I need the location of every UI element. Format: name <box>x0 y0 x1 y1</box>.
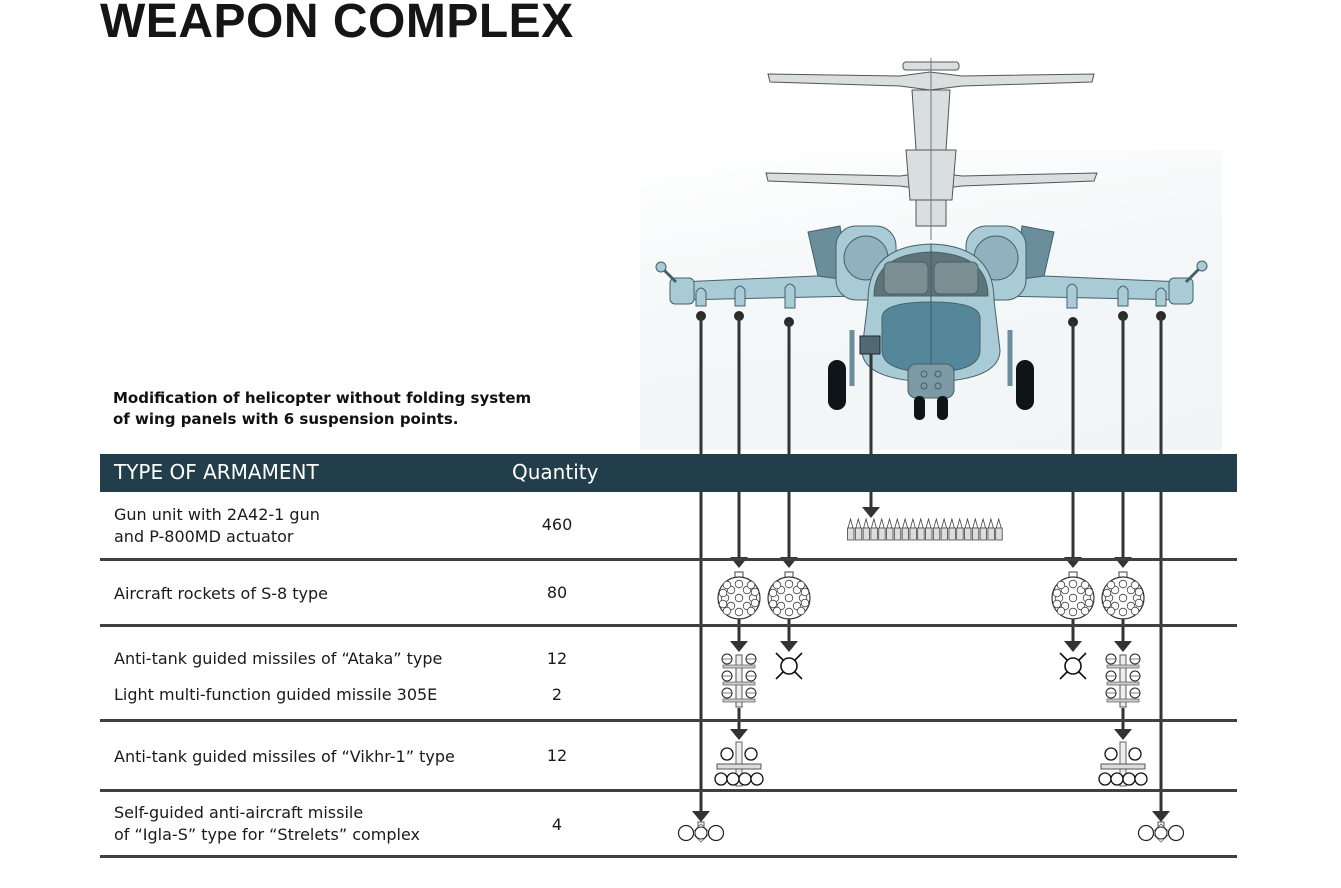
table-header <box>100 454 1237 492</box>
arrow-down-icon <box>730 729 748 740</box>
table-row-label: Light multi-function guided missile 305E <box>114 685 438 704</box>
ammo-belt-icon <box>847 517 1003 541</box>
row-divider <box>100 719 1237 722</box>
table-row-quantity: 12 <box>546 746 568 765</box>
label-line: of “Igla-S” type for “Strelets” complex <box>114 825 421 844</box>
arrow-down-icon <box>1064 641 1082 652</box>
table-row-label: Gun unit with 2A42-1 gun and P-800MD act… <box>114 504 320 548</box>
coaxial-rotor-icon <box>765 58 1098 240</box>
rocket-pod-icon <box>717 571 761 620</box>
igla-launcher-icon <box>677 821 725 843</box>
wing-icon <box>655 260 1208 305</box>
table-row-quantity: 80 <box>546 583 568 602</box>
header-quantity: Quantity <box>512 460 599 484</box>
table-row-label: Aircraft rockets of S-8 type <box>114 584 328 603</box>
row-divider <box>100 789 1237 792</box>
arrow-down-icon <box>730 641 748 652</box>
rocket-pod-icon <box>767 571 811 620</box>
arrow-down-icon <box>1114 729 1132 740</box>
pylons <box>695 283 1167 309</box>
fuselage <box>861 243 1001 399</box>
table-row-label: Anti-tank guided missiles of “Vikhr-1” t… <box>114 747 455 766</box>
missile-305e-icon <box>1059 652 1087 680</box>
arrow-down-icon <box>1114 641 1132 652</box>
arrow-down-icon <box>780 641 798 652</box>
weapon-icons <box>677 517 1185 843</box>
rocket-pod-icon <box>1101 571 1145 620</box>
vikhr-launcher-icon <box>1098 741 1148 787</box>
label-line: Gun unit with 2A42-1 gun <box>114 505 320 524</box>
label-line: Self-guided anti-aircraft missile <box>114 803 364 822</box>
igla-launcher-icon <box>1137 821 1185 843</box>
page-title: WEAPON COMPLEX <box>100 0 574 48</box>
ataka-launcher-icon <box>721 653 757 708</box>
landing-gear <box>828 330 1034 420</box>
arrow-down-icon <box>862 507 880 518</box>
gun-unit-icon <box>859 335 881 355</box>
missile-305e-icon <box>775 652 803 680</box>
row-divider <box>100 624 1237 627</box>
arrow-down-icon <box>1152 811 1170 822</box>
arrow-down-icon <box>692 811 710 822</box>
table-row-label: Self-guided anti-aircraft missile of “Ig… <box>114 802 420 846</box>
row-divider <box>100 855 1237 858</box>
table-row-quantity: 12 <box>546 649 568 668</box>
table-row-quantity: 2 <box>551 685 563 704</box>
subtitle-line: of wing panels with 6 suspension points. <box>113 410 459 428</box>
table-row-quantity: 4 <box>551 815 563 834</box>
vikhr-launcher-icon <box>714 741 764 787</box>
row-divider <box>100 558 1237 561</box>
subtitle-line: Modification of helicopter without foldi… <box>113 389 532 407</box>
header-type-of-armament: TYPE OF ARMAMENT <box>114 460 319 484</box>
rocket-pod-icon <box>1051 571 1095 620</box>
table-row-quantity: 460 <box>541 515 573 534</box>
ataka-launcher-icon <box>1105 653 1141 708</box>
label-line: and P-800MD actuator <box>114 527 294 546</box>
subtitle: Modification of helicopter without foldi… <box>113 388 553 430</box>
table-row-label: Anti-tank guided missiles of “Ataka” typ… <box>114 649 443 668</box>
